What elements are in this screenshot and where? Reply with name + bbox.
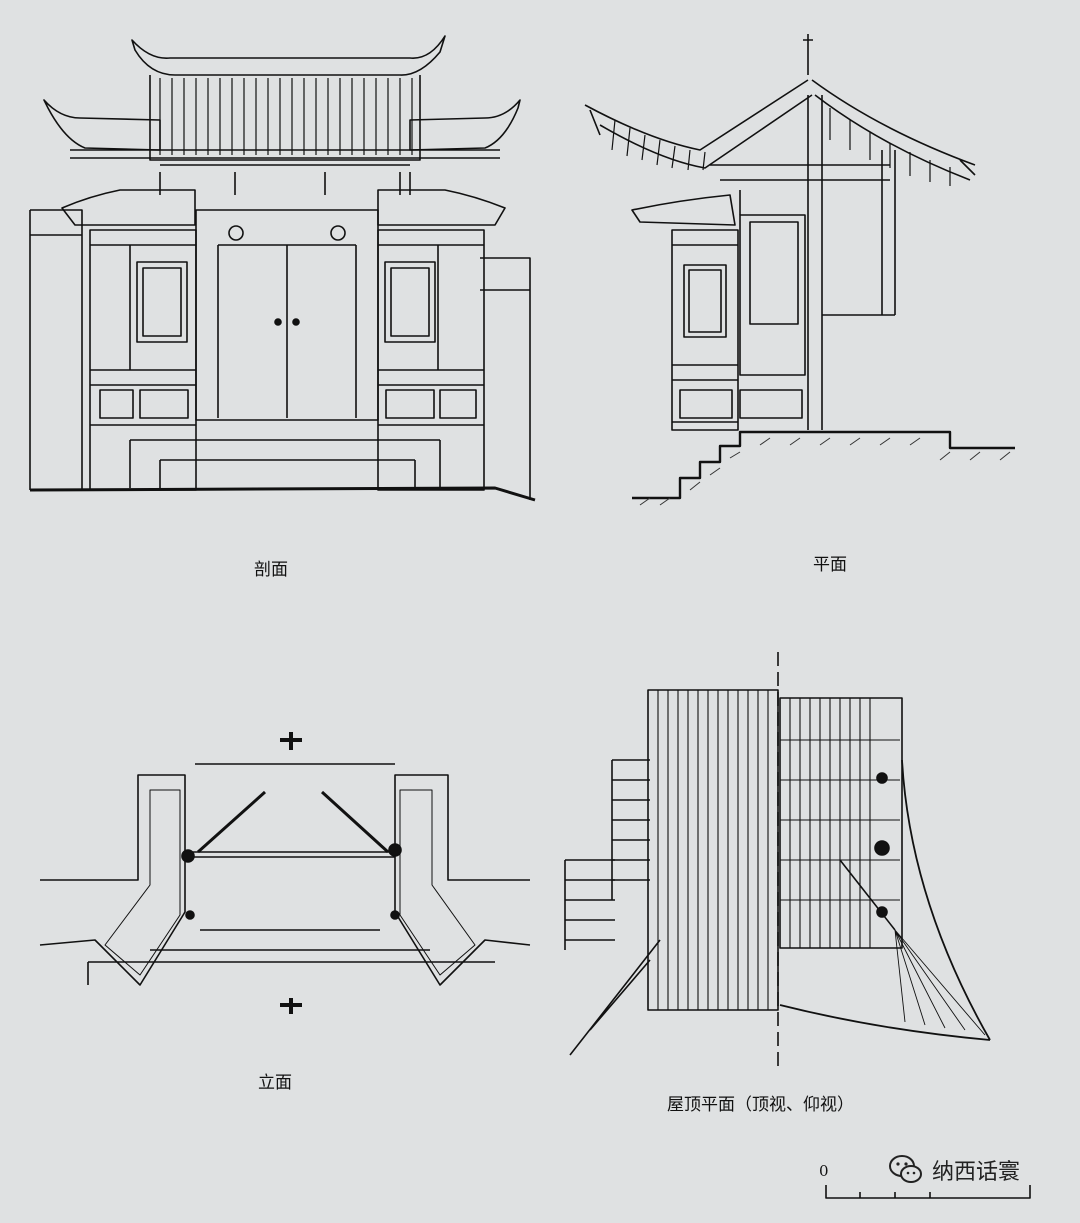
gate-side-drawing — [584, 34, 1015, 506]
right-window-frame — [384, 261, 436, 343]
ground-hatching — [639, 437, 1011, 506]
roof-plan-drawing — [564, 652, 991, 1070]
side-pier — [671, 229, 739, 431]
scale-bar — [825, 1185, 1031, 1199]
left-low-wall — [29, 209, 83, 490]
watermark: 纳西话寰 — [888, 1152, 1020, 1188]
watermark-text: 纳西话寰 — [932, 1160, 1021, 1185]
door-leaf-right — [320, 790, 390, 854]
plan-wall-right — [394, 774, 531, 986]
left-lower-roof — [61, 189, 196, 226]
side-roof-left — [584, 79, 809, 151]
side-posts — [807, 95, 896, 430]
scale-bar-zero-label: 0 — [819, 1162, 829, 1180]
right-lower-roof — [377, 189, 506, 226]
front-ground-line — [29, 486, 536, 502]
wechat-icon — [889, 1155, 922, 1183]
side-roof-right — [811, 79, 976, 181]
caption-elevation: 立面 — [258, 1073, 292, 1093]
gate-plan-drawing — [39, 732, 531, 1014]
side-lower-roof — [631, 194, 736, 226]
caption-roof-plan: 屋顶平面（顶视、仰视） — [667, 1095, 854, 1115]
upper-roof-tiles — [159, 78, 413, 155]
upper-roof-outline — [131, 35, 446, 76]
ridge-finial — [803, 34, 813, 75]
right-pier — [377, 229, 485, 491]
section-mark-top — [280, 732, 302, 750]
right-roof-wing — [409, 99, 521, 151]
left-window-frame — [136, 261, 188, 343]
section-mark-bottom — [280, 998, 302, 1014]
side-ground-profile — [632, 430, 1015, 500]
door-leaf-left — [196, 790, 267, 854]
left-roof-wing — [43, 99, 161, 151]
caption-plan: 平面 — [813, 555, 847, 575]
right-low-wall — [480, 257, 531, 500]
gate-front-drawing — [29, 35, 536, 502]
gate-steps — [129, 439, 441, 488]
gate-door-frame — [195, 209, 379, 421]
caption-section: 剖面 — [254, 560, 288, 580]
plan-wall-left — [39, 774, 186, 986]
